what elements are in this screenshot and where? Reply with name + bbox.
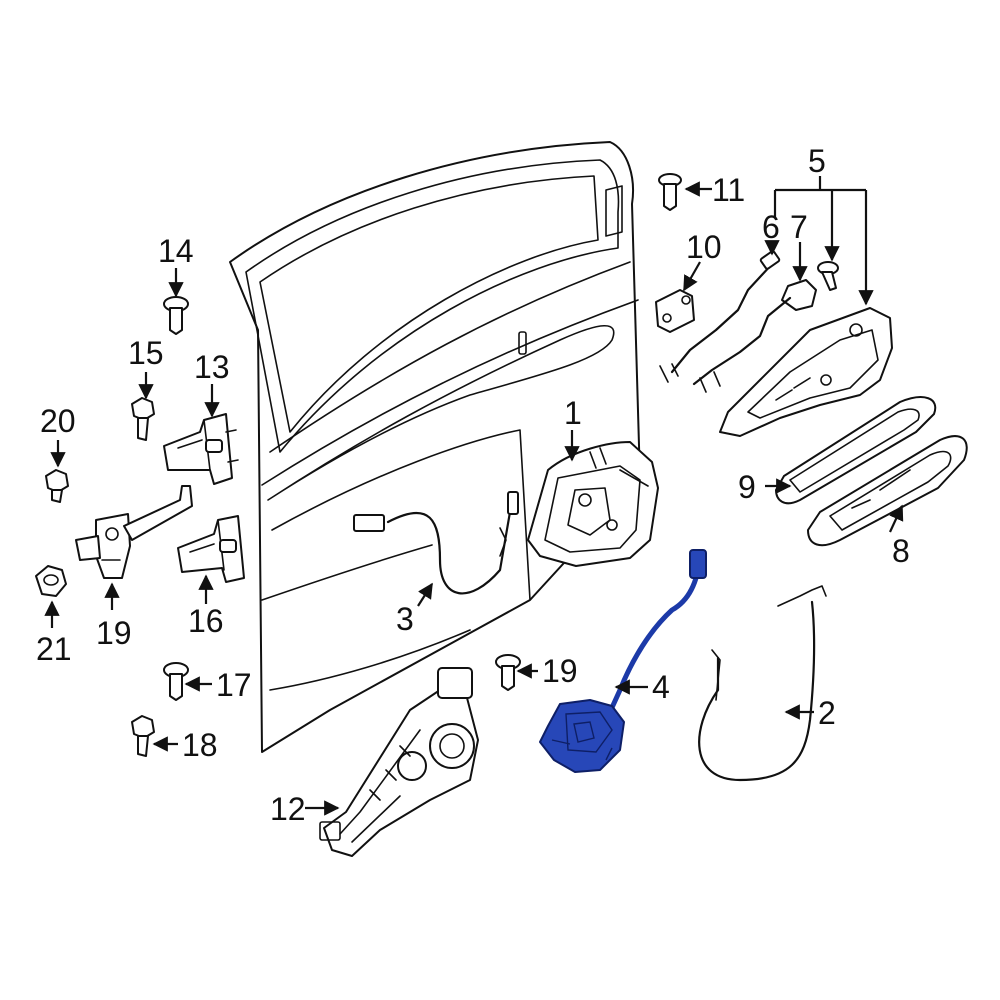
callout-1: 1 — [564, 395, 582, 431]
callout-20: 20 — [40, 403, 76, 439]
callout-13: 13 — [194, 349, 230, 385]
bolt-15 — [131, 397, 155, 441]
lock-actuator-highlighted — [539, 549, 707, 773]
bolt-18 — [131, 715, 155, 757]
door-shell — [229, 141, 641, 753]
bolt-11 — [658, 173, 682, 211]
lower-hinge — [177, 515, 245, 583]
handle-cover — [775, 396, 937, 505]
lock-rod — [659, 250, 781, 383]
screw-5 — [817, 261, 839, 291]
callout-17: 17 — [216, 667, 252, 703]
bolt-17 — [163, 662, 189, 701]
outer-handle-carrier — [719, 307, 893, 437]
screw-20 — [45, 469, 69, 503]
window-regulator — [319, 667, 479, 857]
callout-14: 14 — [158, 233, 194, 269]
callout-10: 10 — [686, 229, 722, 265]
callout-8: 8 — [892, 533, 910, 569]
callout-18: 18 — [182, 727, 218, 763]
callout-19-right: 19 — [542, 653, 578, 689]
outer-handle — [807, 435, 968, 547]
callout-3: 3 — [396, 601, 414, 637]
callout-5: 5 — [808, 143, 826, 179]
callout-16: 16 — [188, 603, 224, 639]
callout-19-left: 19 — [96, 615, 132, 651]
callout-12: 12 — [270, 791, 306, 827]
bolt-14 — [163, 296, 189, 335]
release-cable — [698, 585, 827, 782]
leader-lines — [44, 176, 904, 816]
callout-6: 6 — [762, 209, 780, 245]
door-striker — [655, 289, 695, 333]
callout-21: 21 — [36, 631, 72, 667]
callout-4: 4 — [652, 669, 670, 705]
callout-15: 15 — [128, 335, 164, 371]
callout-11: 11 — [712, 172, 745, 208]
callout-9: 9 — [738, 469, 756, 505]
callout-2: 2 — [818, 695, 836, 731]
nut-21 — [35, 565, 67, 597]
bolt-19 — [495, 654, 521, 691]
callout-labels: 1 2 3 4 5 6 7 8 9 10 11 12 13 14 15 16 1… — [36, 143, 910, 827]
lock-cable — [353, 491, 519, 595]
upper-hinge — [163, 413, 239, 485]
callout-7: 7 — [790, 209, 808, 245]
door-check — [75, 485, 193, 579]
